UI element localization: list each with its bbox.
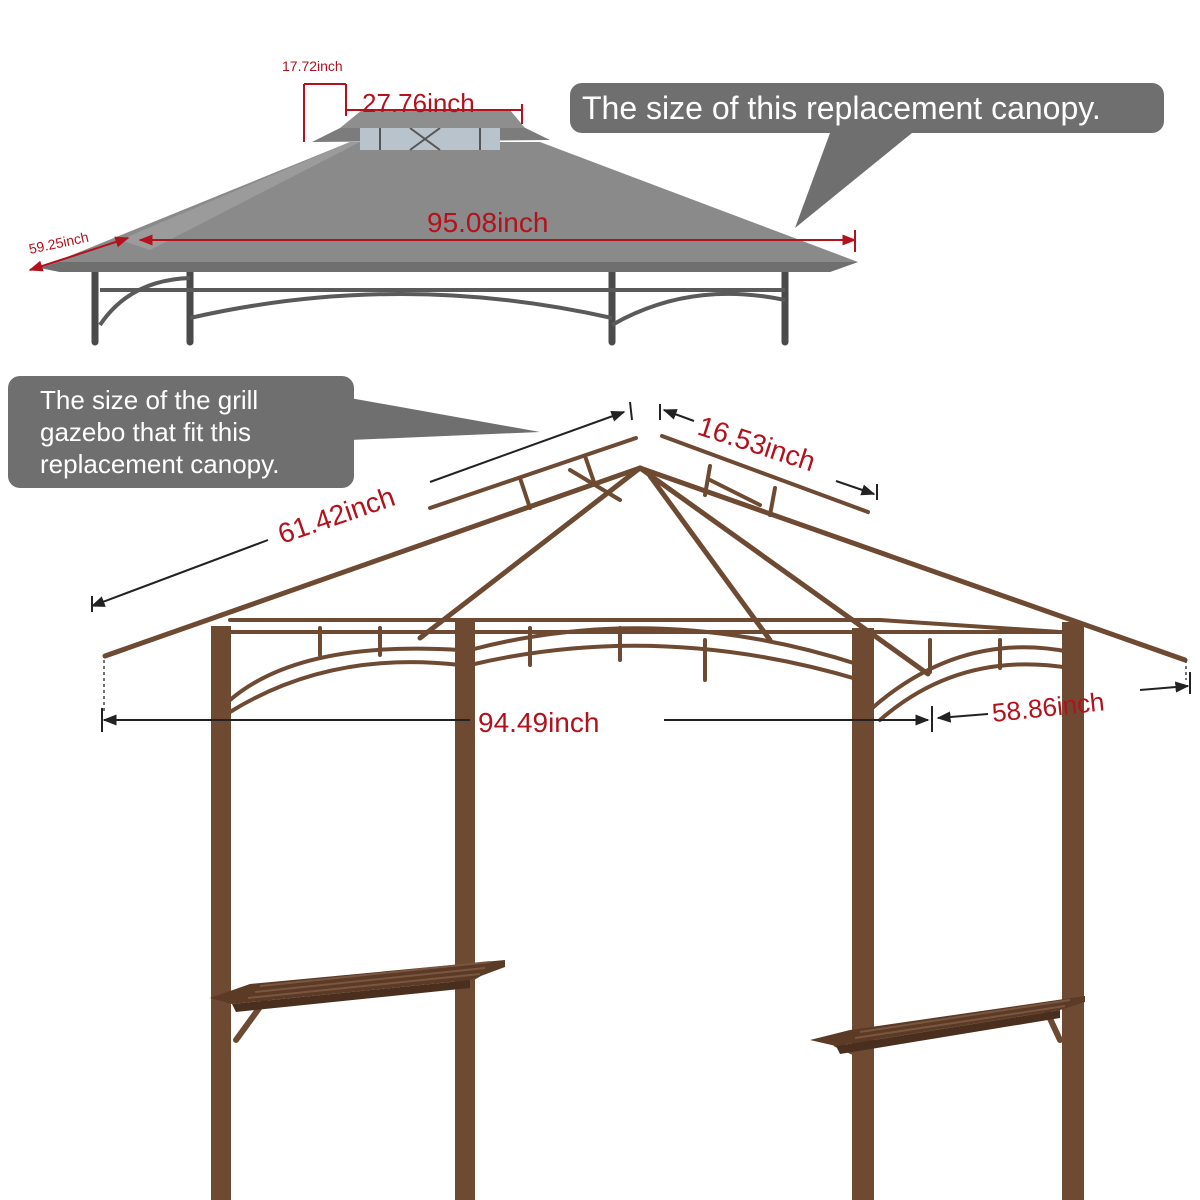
side-shelves <box>210 960 1085 1054</box>
dim-top-rafter: 16.53inch <box>694 410 819 477</box>
gazebo-callout-line-1: The size of the grill <box>40 385 259 415</box>
frame-dimension-lines <box>90 401 1191 732</box>
dim-roof-slope: 61.42inch <box>274 481 399 550</box>
canopy-dimension-lines <box>28 83 857 272</box>
gazebo-size-callout: The size of the grill gazebo that fit th… <box>8 376 354 488</box>
gazebo-callout-line-3: replacement canopy. <box>40 449 280 479</box>
dim-canopy-length: 95.08inch <box>427 207 548 238</box>
gazebo-callout-pointer <box>350 398 540 440</box>
canopy-size-callout: The size of this replacement canopy. <box>570 83 1164 133</box>
dim-frame-length: 94.49inch <box>478 707 599 738</box>
dim-top-width: 27.76inch <box>362 88 475 118</box>
gazebo-callout-line-2: gazebo that fit this <box>40 417 252 447</box>
gazebo-posts <box>211 620 1084 1200</box>
gazebo-frame <box>102 434 1188 1059</box>
dim-top-offset: 17.72inch <box>282 58 343 74</box>
dim-frame-depth: 58.86inch <box>990 686 1105 728</box>
canopy-callout-pointer <box>795 133 912 228</box>
